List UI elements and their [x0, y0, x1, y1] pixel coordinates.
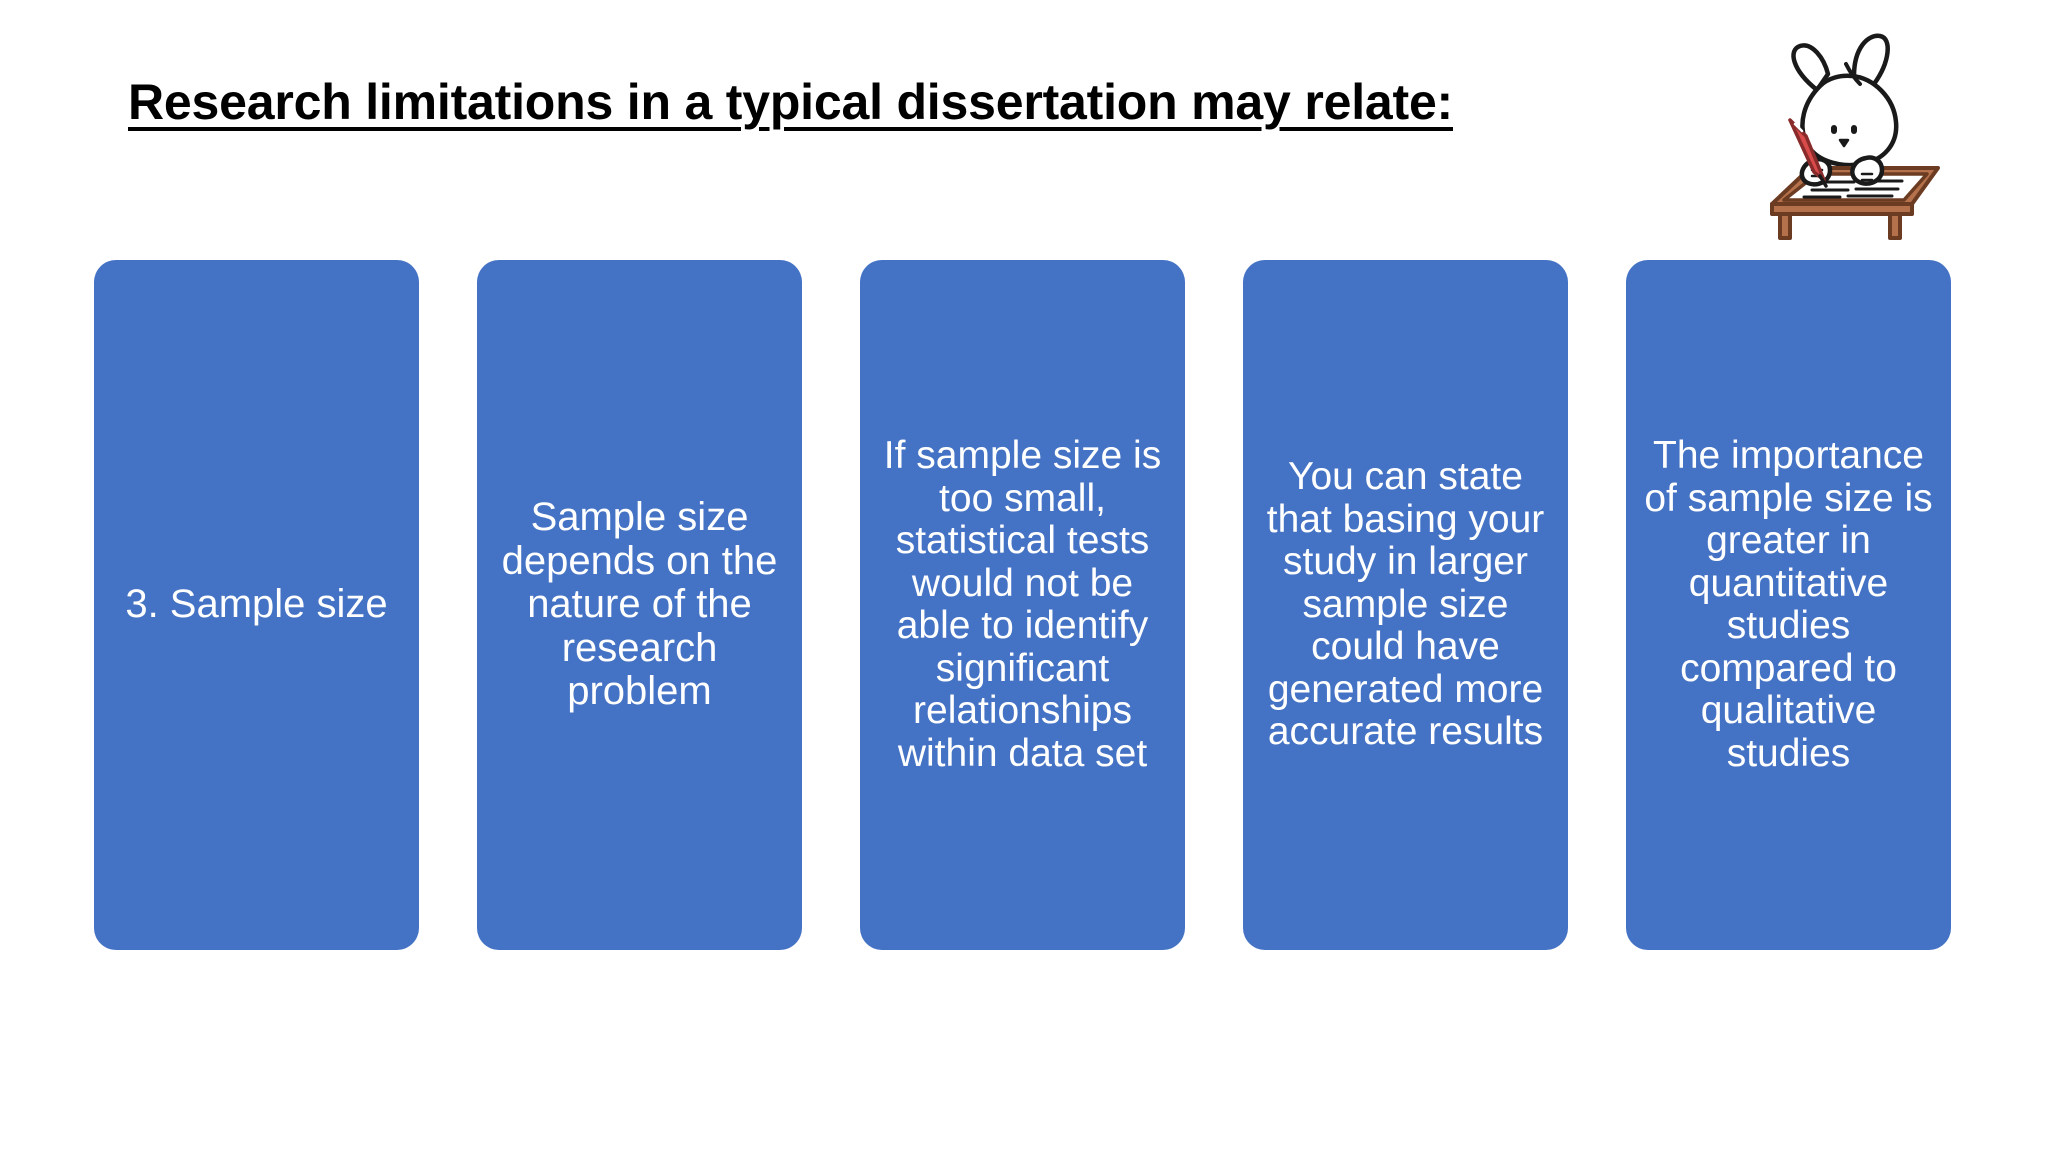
info-box-too-small[interactable]: If sample size is too small, statistical… [860, 260, 1185, 950]
info-box-text: The importance of sample size is greater… [1644, 434, 1933, 775]
info-box-quantitative-vs-qualitative[interactable]: The importance of sample size is greater… [1626, 260, 1951, 950]
info-box-text: Sample size depends on the nature of the… [501, 495, 778, 714]
info-box-depends-on-nature[interactable]: Sample size depends on the nature of the… [477, 260, 802, 950]
info-box-sample-size[interactable]: 3. Sample size [94, 260, 419, 950]
page-title-text: Research limitations in a typical disser… [128, 74, 1453, 130]
info-box-text: If sample size is too small, statistical… [883, 434, 1162, 775]
info-box-larger-sample[interactable]: You can state that basing your study in … [1243, 260, 1568, 950]
info-box-row: 3. Sample size Sample size depends on th… [94, 260, 1954, 950]
page-title: Research limitations in a typical disser… [128, 74, 1548, 130]
info-box-text: 3. Sample size [125, 582, 388, 627]
info-box-text: You can state that basing your study in … [1266, 455, 1545, 754]
rabbit-writing-icon [1762, 28, 1948, 240]
